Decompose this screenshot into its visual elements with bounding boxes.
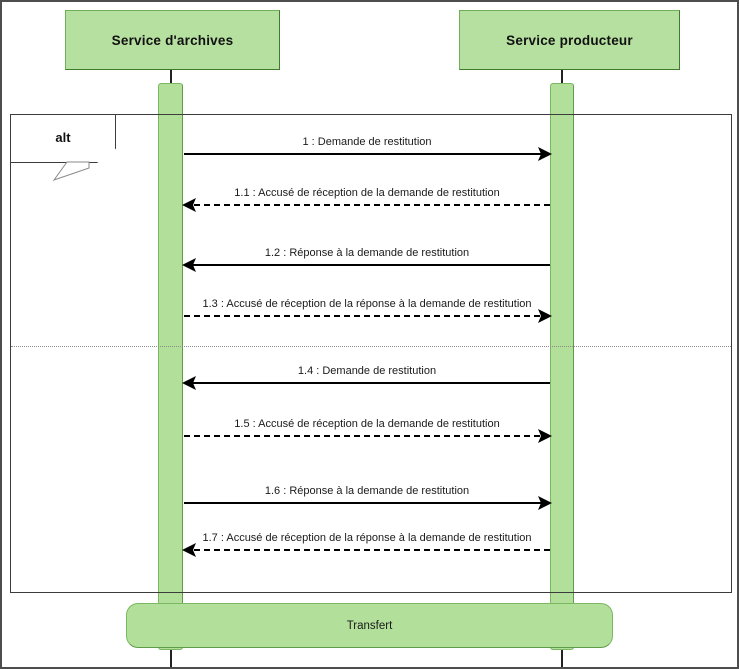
message-label: 1 : Demande de restitution (302, 136, 432, 148)
message-line (184, 264, 550, 266)
transfert-label: Transfert (346, 619, 393, 632)
participant-header-archives[interactable]: Service d'archives (65, 10, 280, 70)
message-line (184, 435, 550, 437)
message-label: 1.4 : Demande de restitution (297, 365, 437, 377)
participant-label: Service producteur (506, 32, 633, 48)
message-line (184, 382, 550, 384)
message-line (184, 549, 550, 551)
alt-fragment-frame[interactable] (10, 114, 732, 593)
message-line (184, 204, 550, 206)
arrowhead-left-icon (182, 376, 196, 390)
message-line (184, 315, 550, 317)
arrowhead-left-icon (182, 543, 196, 557)
message-label: 1.2 : Réponse à la demande de restitutio… (264, 247, 470, 259)
participant-label: Service d'archives (111, 32, 234, 48)
message-label: 1.6 : Réponse à la demande de restitutio… (264, 485, 470, 497)
message-label: 1.7 : Accusé de réception de la réponse … (202, 532, 532, 544)
arrowhead-right-icon (538, 147, 552, 161)
transfert-bar[interactable]: Transfert (126, 603, 613, 648)
lifeline-stem-archives-top (170, 70, 172, 83)
message-label: 1.3 : Accusé de réception de la réponse … (202, 298, 532, 310)
alt-fragment-notch-icon (52, 161, 90, 181)
participant-header-producteur[interactable]: Service producteur (459, 10, 680, 70)
message-line (184, 153, 550, 155)
alt-fragment-divider (11, 346, 731, 347)
message-label: 1.5 : Accusé de réception de la demande … (234, 418, 500, 430)
arrowhead-right-icon (538, 496, 552, 510)
activation-bar-archives[interactable] (158, 83, 183, 650)
arrowhead-right-icon (538, 429, 552, 443)
lifeline-stem-archives-bottom (170, 650, 172, 667)
message-label: 1.1 : Accusé de réception de la demande … (234, 187, 500, 199)
arrowhead-right-icon (538, 309, 552, 323)
lifeline-stem-producteur-top (561, 70, 563, 83)
lifeline-stem-producteur-bottom (561, 650, 563, 667)
message-line (184, 502, 550, 504)
alt-fragment-label-box: alt (11, 115, 116, 163)
arrowhead-left-icon (182, 258, 196, 272)
arrowhead-left-icon (182, 198, 196, 212)
alt-operator-label: alt (55, 129, 71, 145)
activation-bar-producteur[interactable] (550, 83, 574, 650)
